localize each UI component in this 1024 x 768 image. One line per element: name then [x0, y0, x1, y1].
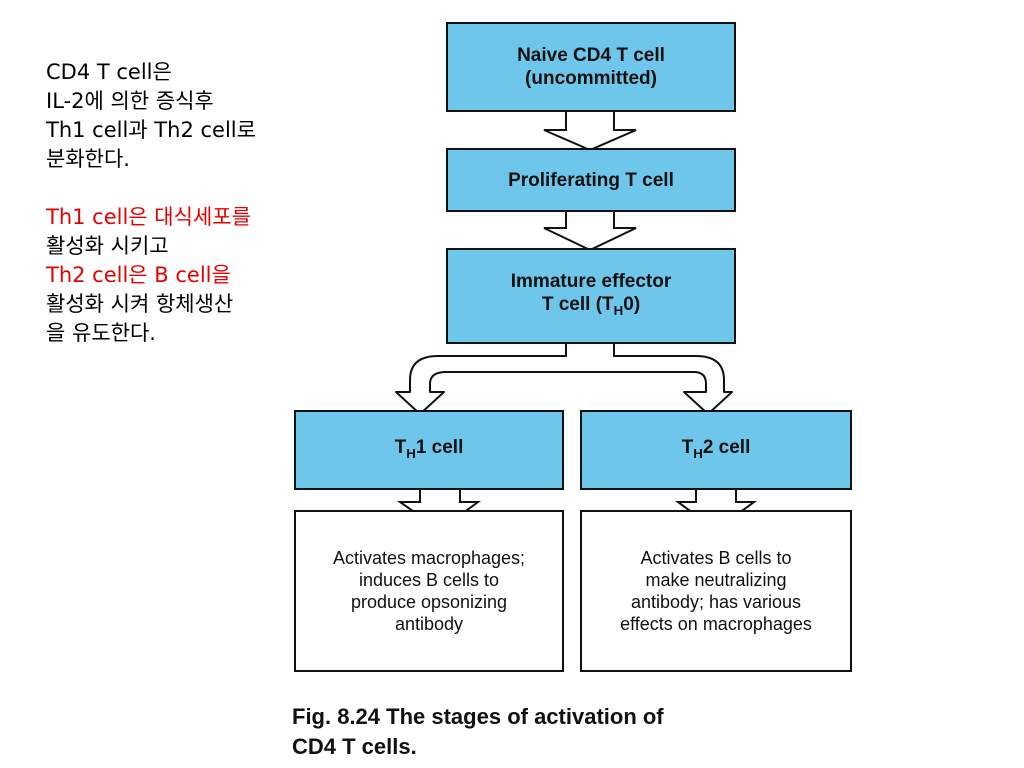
arrow-naive-to-proliferating [543, 109, 637, 152]
th1-label: TH1 cell [394, 436, 464, 461]
korean-explanation: CD4 T cell은 IL-2에 의한 증식후 Th1 cell과 Th2 c… [46, 58, 376, 348]
th2-effect-line-3: antibody; has various [630, 592, 802, 612]
th1-effect-line-3: produce opsonizing [350, 592, 508, 612]
explanation-line-1: CD4 T cell은 [46, 60, 172, 84]
explanation-line-5-highlight: Th1 cell은 대식세포를 [46, 205, 251, 229]
immature-effector-box: Immature effector T cell (TH0) [446, 248, 736, 344]
naive-box-line-2: (uncommitted) [525, 68, 657, 89]
explanation-line-6: 활성화 시키고 [46, 234, 169, 258]
th2-effect-box: Activates B cells to make neutralizing a… [580, 510, 852, 672]
th2-effect-line-1: Activates B cells to [640, 548, 792, 568]
branch-connector [395, 342, 733, 415]
proliferating-label: Proliferating T cell [508, 169, 674, 191]
naive-box-line-1: Naive CD4 T cell [517, 45, 665, 66]
th1-effect-line-2: induces B cells to [358, 570, 500, 590]
naive-cd4-box: Naive CD4 T cell (uncommitted) [446, 22, 736, 112]
th1-effect-line-1: Activates macrophages; [332, 548, 526, 568]
arrow-proliferating-to-immature [543, 209, 637, 252]
explanation-line-2: IL-2에 의한 증식후 [46, 89, 214, 113]
th2-effect-line-4: effects on macrophages [620, 614, 812, 634]
figure-caption: Fig. 8.24 The stages of activation of CD… [292, 702, 852, 762]
caption-line-2: CD4 T cells. [292, 734, 417, 759]
th2-label: TH2 cell [681, 436, 751, 461]
th1-effect-box: Activates macrophages; induces B cells t… [294, 510, 564, 672]
th2-effect-line-2: make neutralizing [645, 570, 787, 590]
th1-effect-line-4: antibody [394, 614, 464, 634]
explanation-line-4: 분화한다. [46, 147, 130, 171]
explanation-line-3: Th1 cell과 Th2 cell로 [46, 118, 256, 142]
explanation-line-7-highlight: Th2 cell은 B cell을 [46, 263, 231, 287]
explanation-line-8: 활성화 시켜 항체생산 [46, 292, 234, 316]
immature-box-line-1: Immature effector [510, 271, 672, 293]
caption-line-1: Fig. 8.24 The stages of activation of [292, 704, 664, 729]
proliferating-box: Proliferating T cell [446, 148, 736, 212]
immature-box-line-2: T cell (TH0) [541, 294, 641, 318]
th1-cell-box: TH1 cell [294, 410, 564, 490]
explanation-line-9: 을 유도한다. [46, 321, 156, 345]
th2-cell-box: TH2 cell [580, 410, 852, 490]
